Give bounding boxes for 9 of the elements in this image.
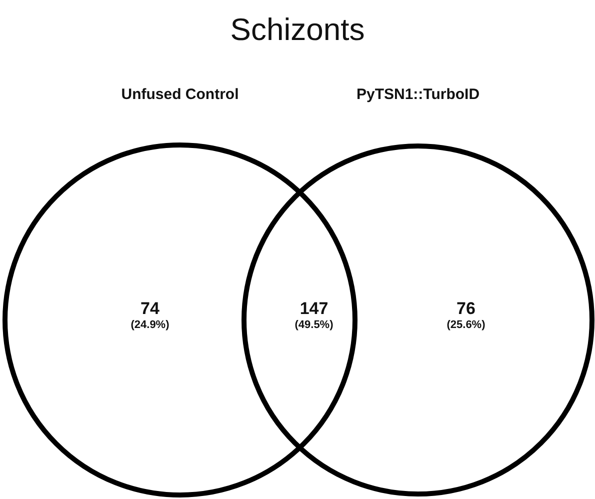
percent-value: (49.5%) [294,319,334,332]
set-heading: PyTSN1::TurboID [355,86,481,103]
set-heading: Unfused Control [120,86,240,103]
count-value: 147 [298,300,330,319]
count-value: 76 [456,300,476,319]
percent-value: (24.9%) [130,319,170,332]
title: Schizonts [229,12,366,48]
count-value: 74 [140,300,160,319]
percent-value: (25.6%) [446,319,486,332]
